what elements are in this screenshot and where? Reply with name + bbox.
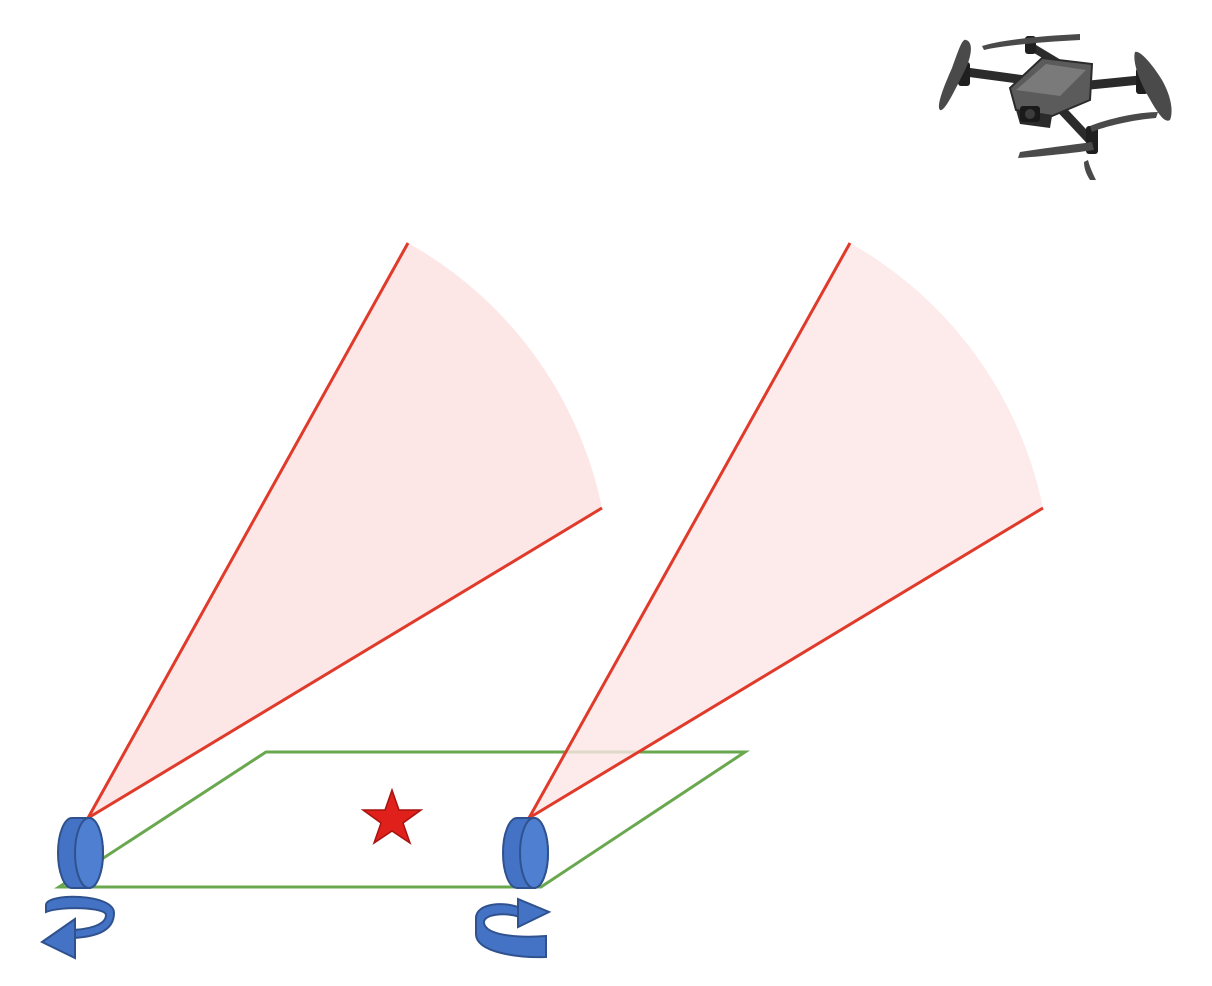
drone-icon xyxy=(938,34,1172,180)
fov-edge-left-lower xyxy=(87,506,603,820)
sensor-left-icon xyxy=(57,817,104,889)
fov-edge-right-lower xyxy=(528,506,1044,820)
fov-sector-right xyxy=(529,243,1043,818)
sensor-left-face xyxy=(74,817,104,889)
ground-area xyxy=(53,750,750,889)
target-star-icon xyxy=(360,787,424,845)
rotate-right-arrow-icon xyxy=(475,897,552,959)
field-of-view-right xyxy=(527,242,1044,820)
field-of-view-left xyxy=(86,242,603,820)
fov-sector-left xyxy=(88,243,602,818)
rotate-left-arrow-icon xyxy=(40,895,116,960)
sensor-right-face xyxy=(519,817,549,889)
sensor-right-icon xyxy=(502,817,549,889)
fov-edge-left-upper xyxy=(86,242,410,819)
fov-edge-right-upper xyxy=(527,242,852,819)
